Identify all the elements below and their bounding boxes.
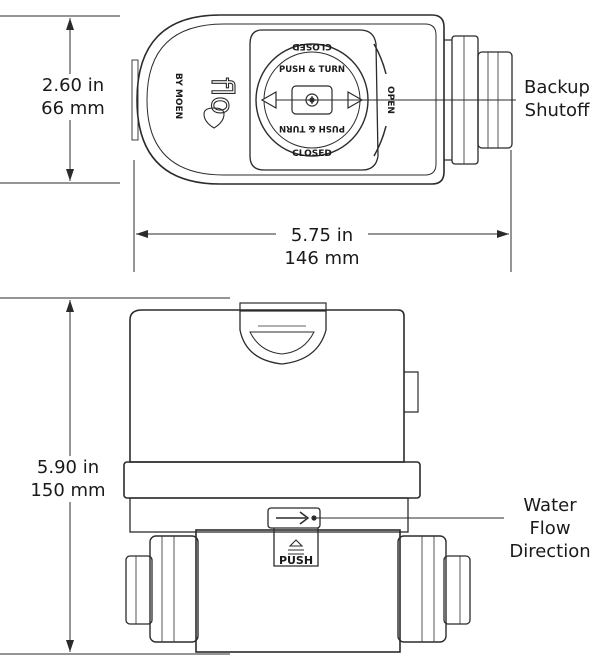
open-arrow-upper-icon xyxy=(373,43,387,75)
water-flow-indicator xyxy=(267,507,321,529)
top-width-label: 5.75 in 146 mm xyxy=(276,224,368,270)
actuator-band xyxy=(123,461,421,499)
top-view: PUSH & TURN PUSH & TURN CLOSED CLOSED OP… xyxy=(0,14,516,272)
push-label: PUSH xyxy=(279,554,313,567)
push-button-label-plate: PUSH xyxy=(273,528,319,567)
valve-body xyxy=(195,529,401,653)
logo-byline: BY MOEN xyxy=(173,73,183,119)
dial-closed-top-label: CLOSED xyxy=(292,41,332,51)
front-height-metric: 150 mm xyxy=(30,480,106,501)
water-flow-line-3: Direction xyxy=(509,541,591,562)
cap-right-port xyxy=(404,371,419,413)
water-flow-line-1: Water xyxy=(523,495,577,516)
push-arrow-icon xyxy=(288,539,304,555)
top-height-label: 2.60 in 66 mm xyxy=(34,74,112,120)
dial-instruction-top: PUSH & TURN xyxy=(279,65,345,75)
logo-drop-icon xyxy=(203,107,225,129)
top-width-imperial: 5.75 in xyxy=(290,225,354,246)
actuator-cap xyxy=(129,309,405,463)
water-flow-callout: Water Flow Direction xyxy=(504,494,596,563)
open-arrow-lower-icon xyxy=(373,125,387,157)
front-height-label: 5.90 in 150 mm xyxy=(28,456,108,502)
flo-logo: flo BY MOEN xyxy=(173,73,240,129)
flow-arrow-icon xyxy=(276,511,310,525)
front-height-imperial: 5.90 in xyxy=(36,457,100,478)
water-flow-line-2: Flow xyxy=(529,518,571,539)
backup-shutoff-line-2: Shutoff xyxy=(524,100,590,121)
front-view: PUSH xyxy=(0,297,504,655)
top-view-housing xyxy=(136,14,445,185)
dial-instruction-bottom: PUSH & TURN xyxy=(279,123,345,133)
top-height-imperial: 2.60 in xyxy=(41,75,105,96)
top-height-metric: 66 mm xyxy=(41,98,105,119)
dial-closed-bottom-label: CLOSED xyxy=(292,149,332,159)
backup-shutoff-line-1: Backup xyxy=(524,77,590,98)
top-width-metric: 146 mm xyxy=(284,248,360,269)
backup-shutoff-callout: Backup Shutoff xyxy=(517,76,597,122)
